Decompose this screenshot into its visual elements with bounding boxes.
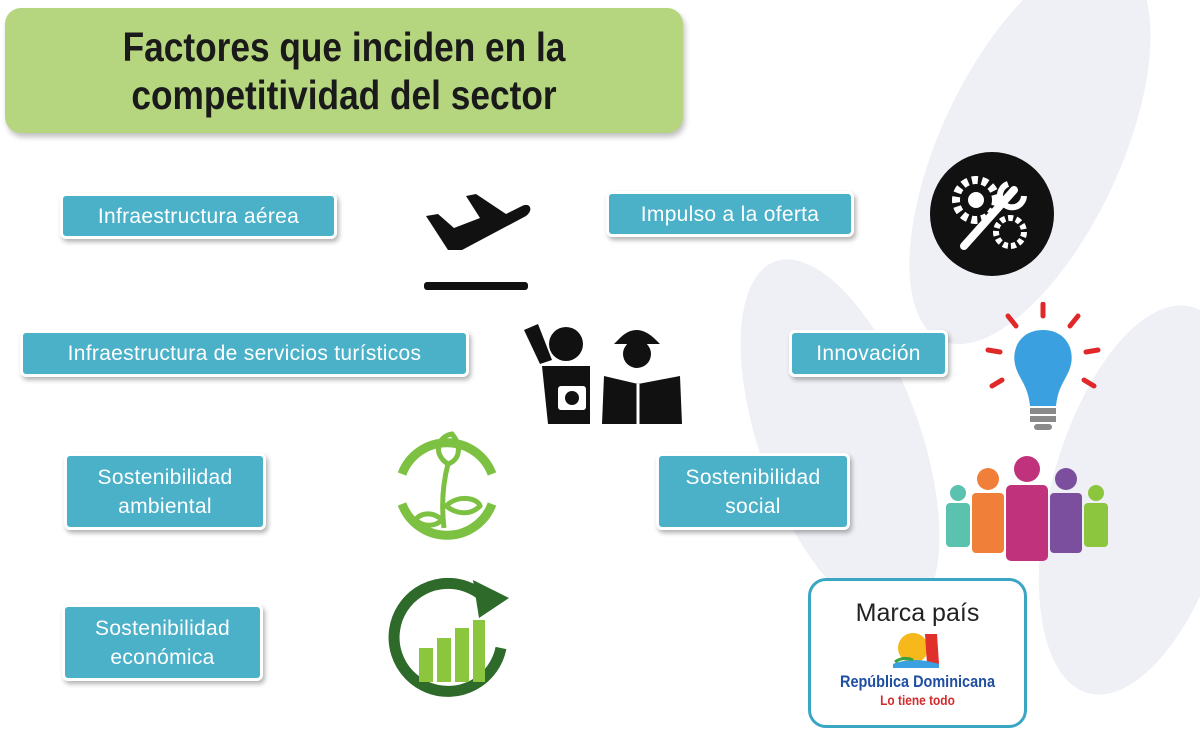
- factor-infraestructura-aerea: Infraestructura aérea: [60, 193, 337, 239]
- factor-infraestructura-servicios: Infraestructura de servicios turísticos: [20, 330, 469, 377]
- brand-heading: Marca país: [855, 599, 980, 627]
- page-title: Factores que inciden en la competitivida…: [5, 8, 683, 133]
- factor-sostenibilidad-economica: Sostenibilidad económica: [62, 604, 263, 681]
- plant-sustainability-icon: [397, 431, 497, 540]
- people-group-icon: [946, 456, 1108, 561]
- brand-slogan: Lo tiene todo: [880, 692, 955, 708]
- republica-dominicana-logo-icon: [892, 633, 939, 668]
- tourists-icon: [524, 324, 682, 424]
- settings-tools-icon: [930, 152, 1054, 276]
- lightbulb-icon: [985, 302, 1101, 430]
- brand-logo-name: República Dominicana: [840, 672, 995, 691]
- factor-sostenibilidad-ambiental: Sostenibilidad ambiental: [64, 453, 266, 530]
- factor-impulso-oferta: Impulso a la oferta: [606, 191, 854, 237]
- brand-card: Marca país República Dominicana Lo tiene…: [808, 578, 1027, 728]
- factor-innovacion: Innovación: [789, 330, 948, 377]
- airplane-takeoff-icon: [424, 194, 531, 290]
- factor-sostenibilidad-social: Sostenibilidad social: [656, 453, 850, 530]
- title-text: Factores que inciden en la competitivida…: [122, 23, 566, 118]
- economic-growth-icon: [388, 578, 509, 697]
